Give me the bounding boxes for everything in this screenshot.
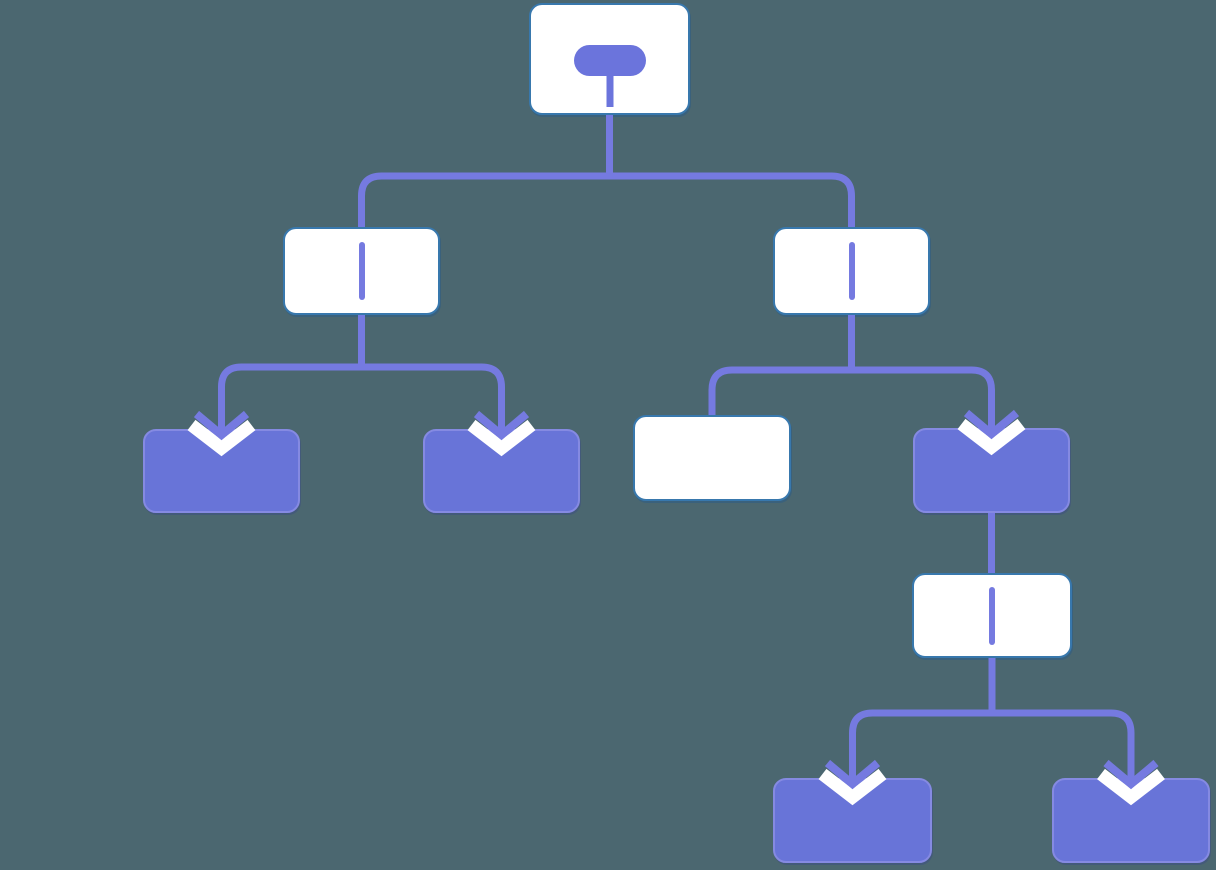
vertical-bar-icon (848, 242, 855, 300)
pill-icon (573, 45, 646, 76)
node-branch-bottom[interactable] (912, 573, 1072, 658)
node-leaf-1[interactable] (143, 429, 300, 513)
node-mid-right[interactable] (913, 428, 1070, 513)
vertical-bar-icon (358, 242, 365, 300)
pill-stem-icon (606, 75, 613, 107)
vertical-bar-icon (989, 586, 995, 645)
node-leaf-3[interactable] (633, 415, 791, 501)
node-root[interactable] (529, 3, 690, 115)
node-branch-left[interactable] (283, 227, 440, 315)
node-leaf-2[interactable] (423, 429, 580, 513)
node-branch-right[interactable] (773, 227, 930, 315)
node-leaf-5[interactable] (1052, 778, 1210, 863)
node-leaf-4[interactable] (773, 778, 932, 863)
